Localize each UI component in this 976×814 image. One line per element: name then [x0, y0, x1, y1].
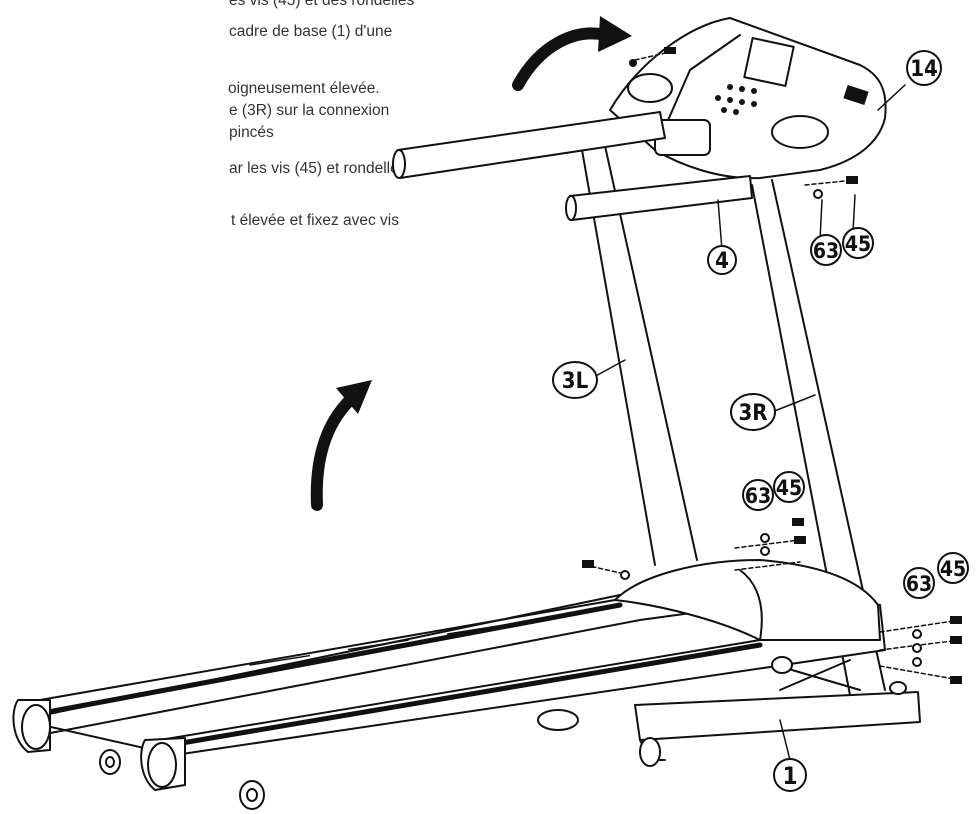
callout-label-3R: 3R — [738, 401, 767, 426]
instruction-line: es vis (45) et des rondelles — [229, 0, 415, 9]
instruction-line: oigneusement élevée. — [228, 80, 380, 97]
callout-label-4: 4 — [715, 249, 729, 274]
lower-rotation-arrow — [310, 394, 356, 511]
base-frame-1 — [634, 656, 921, 767]
callout-circle-63-mid — [742, 479, 774, 511]
leader-1 — [779, 719, 791, 761]
left-handlebar — [392, 111, 666, 179]
top-hardware — [629, 47, 858, 199]
motor-hood — [614, 559, 881, 641]
callout-circle-4 — [707, 245, 737, 275]
leader-3R — [771, 394, 816, 413]
leader-4 — [717, 199, 723, 251]
callout-circle-45-top — [842, 227, 874, 259]
callout-circle-3L — [552, 361, 598, 399]
console-14 — [609, 17, 887, 180]
leader-3L — [591, 359, 626, 379]
instruction-line: cadre de base (1) d'une — [229, 23, 393, 40]
callout-circle-63-right — [903, 567, 935, 599]
callout-label-63-right: 63 — [906, 572, 932, 596]
callout-label-45-top: 45 — [845, 232, 871, 256]
instruction-line: t élevée et fixez avec vis — [231, 212, 399, 229]
right-hardware — [879, 616, 962, 684]
callout-label-3L: 3L — [562, 369, 589, 394]
crossbar-4 — [565, 175, 753, 221]
callout-label-14: 14 — [910, 57, 938, 82]
leader-45-top — [852, 194, 856, 233]
callout-circle-14 — [906, 50, 942, 86]
callout-label-45-right: 45 — [940, 557, 966, 581]
callout-label-1: 1 — [782, 762, 797, 790]
callout-label-63-top: 63 — [813, 239, 839, 263]
instruction-line: e (3R) sur la connexion — [229, 102, 390, 119]
instruction-line: ar les vis (45) et rondelles — [229, 160, 407, 177]
callout-circle-45-right — [937, 552, 969, 584]
instruction-line: pincés — [229, 124, 274, 141]
upper-arrowhead — [598, 16, 632, 52]
callout-circle-3R — [730, 393, 776, 431]
leader-63-top — [819, 199, 823, 241]
callout-label-45-mid: 45 — [776, 476, 802, 500]
front-roller-end-caps — [12, 699, 186, 791]
callout-circle-1 — [773, 758, 807, 792]
callout-circle-63-top — [810, 234, 842, 266]
upper-rotation-arrow — [512, 27, 612, 91]
callout-circle-45-mid — [773, 471, 805, 503]
callout-label-63-mid: 63 — [745, 484, 771, 508]
leader-14 — [877, 84, 906, 111]
lower-arrowhead — [336, 380, 372, 414]
mid-hardware — [582, 518, 806, 580]
wheels — [99, 681, 907, 810]
hood-seam — [739, 569, 763, 641]
